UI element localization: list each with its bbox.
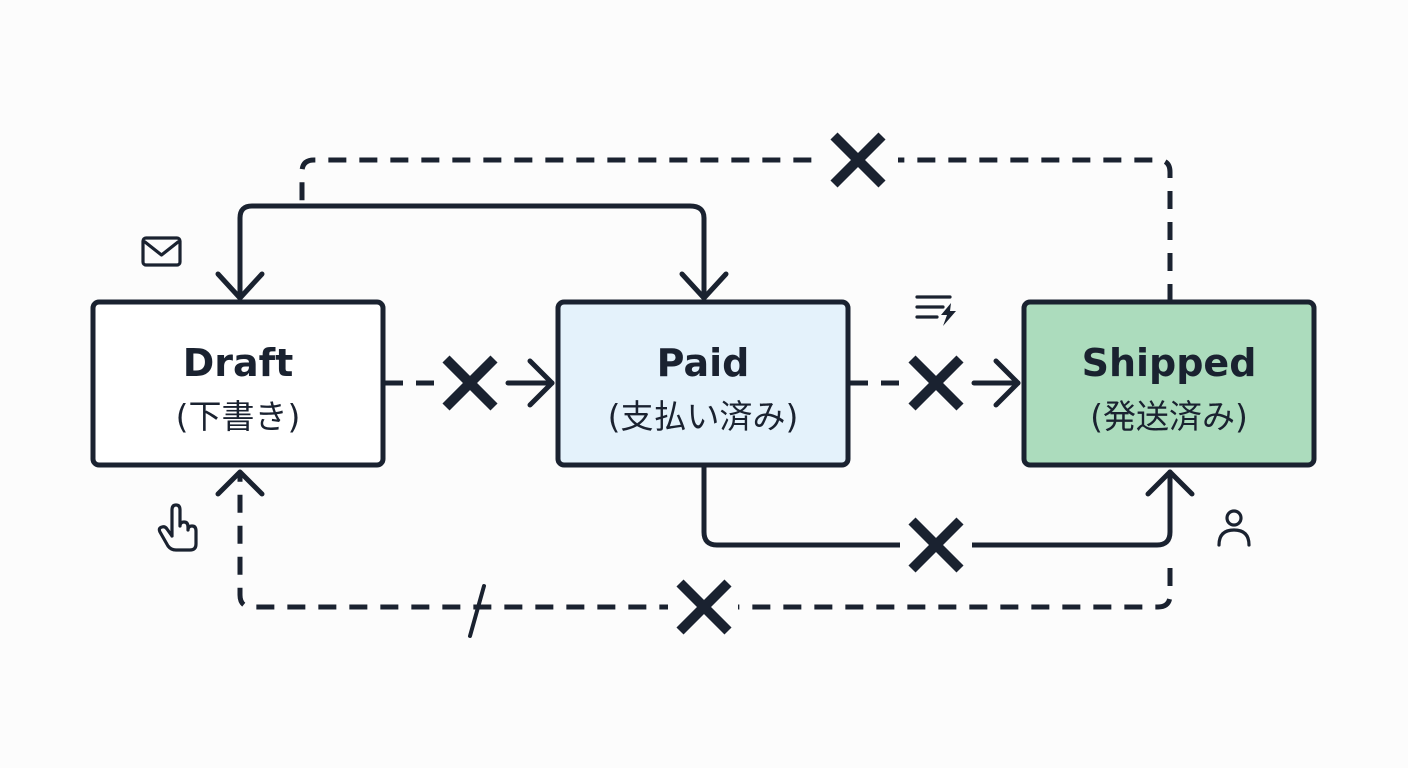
state-paid-box: [555, 299, 851, 468]
state-paid-subtitle: (支払い済み): [608, 397, 799, 436]
blocked-cross-draft-paid: [442, 355, 498, 411]
state-shipped-subtitle: (発送済み): [1090, 397, 1248, 436]
user-icon: [1217, 509, 1251, 547]
state-draft-title: Draft: [183, 341, 294, 385]
blocked-cross-bottom-solid: [900, 517, 972, 573]
arrowhead-into-paid-top: [679, 271, 729, 301]
blocked-cross-paid-shipped: [908, 355, 964, 411]
envelope-icon: [141, 236, 182, 267]
list-lightning-icon: [915, 295, 956, 326]
edge-shipped-draft-top: [299, 157, 1173, 302]
arrowhead-into-shipped-bottom: [1145, 469, 1195, 497]
state-shipped-title: Shipped: [1082, 341, 1257, 385]
state-shipped[interactable]: Shipped (発送済み): [1021, 299, 1317, 468]
state-shipped-box: [1021, 299, 1317, 468]
arrowhead-into-paid-left: [527, 358, 555, 408]
arrowhead-into-shipped-left: [993, 358, 1021, 408]
hand-pointer-icon: [157, 503, 198, 552]
arrowhead-into-draft-top: [215, 271, 265, 301]
blocked-cross-bottom-dashed: [668, 579, 738, 635]
state-draft-box: [90, 299, 386, 468]
arrowhead-into-draft-bottom: [215, 469, 265, 497]
edge-break-mark: [468, 584, 486, 638]
state-draft[interactable]: Draft (下書き): [90, 299, 386, 468]
state-paid-title: Paid: [657, 341, 750, 385]
blocked-cross-top: [818, 132, 898, 188]
edge-draft-paid-top: [237, 203, 707, 301]
state-draft-subtitle: (下書き): [176, 397, 301, 436]
state-paid[interactable]: Paid (支払い済み): [555, 299, 851, 468]
